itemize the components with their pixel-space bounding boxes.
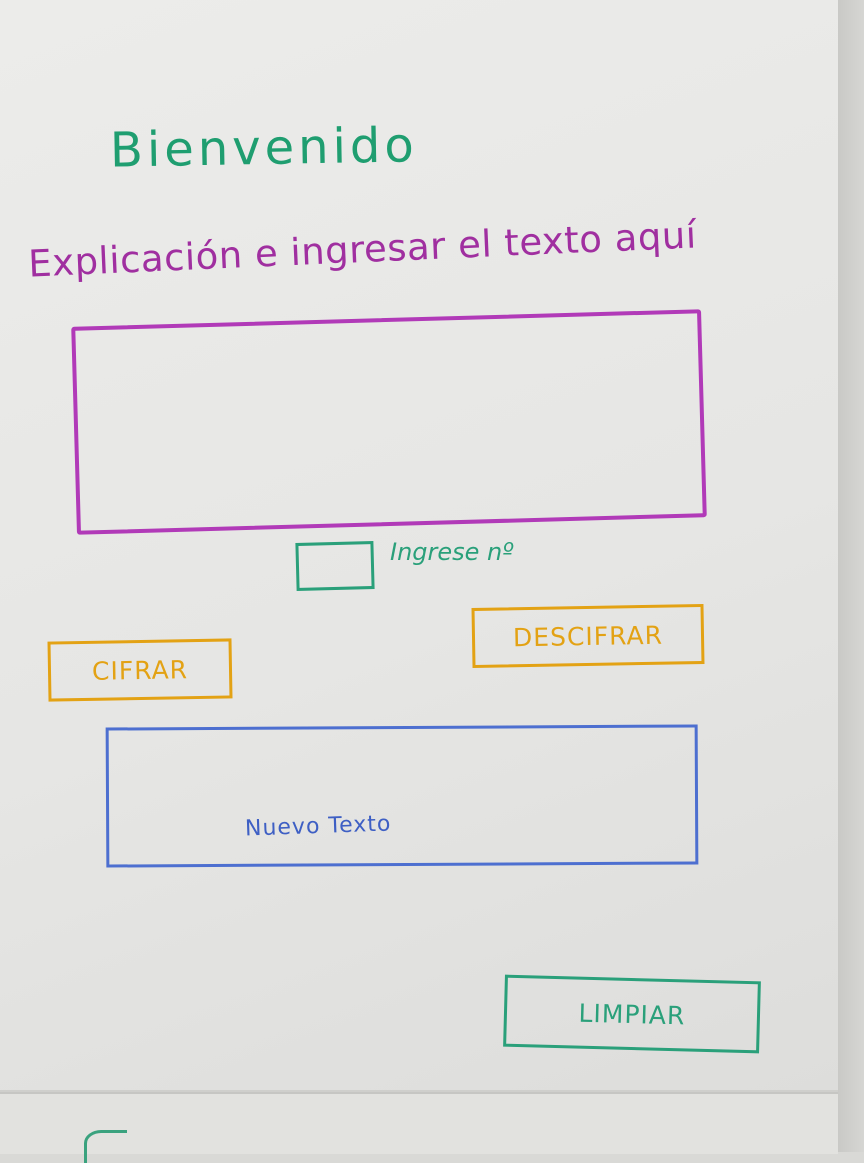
text-input-area[interactable] (71, 309, 707, 535)
descifrar-button[interactable]: DESCIFRAR (471, 603, 705, 669)
paper-sheet (0, 0, 840, 1092)
page-title: Bienvenido (109, 117, 419, 179)
cifrar-button[interactable]: CIFRAR (47, 638, 233, 702)
next-sheet-ink-mark (84, 1130, 127, 1163)
limpiar-button[interactable]: LIMPIAR (503, 974, 761, 1054)
number-input[interactable] (295, 540, 375, 592)
next-sheet (0, 1092, 838, 1154)
output-text-area (105, 724, 699, 868)
number-input-label: Ingrese nº (390, 538, 514, 566)
output-label: Nuevo Texto (244, 811, 392, 842)
paper-edge (838, 0, 864, 1152)
